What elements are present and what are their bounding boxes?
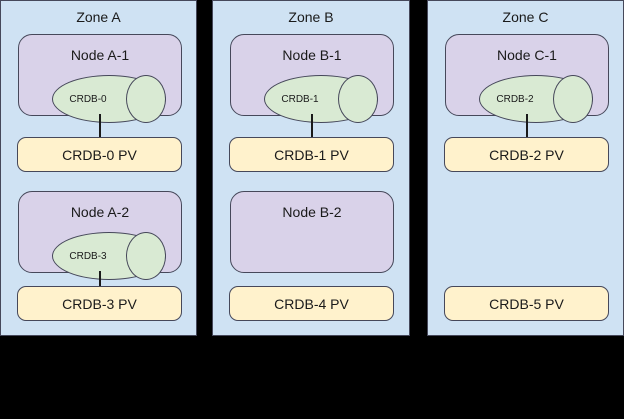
- pv-crdb-1-label: CRDB-1 PV: [274, 146, 349, 163]
- node-a-2-title: Node A-2: [70, 204, 130, 220]
- connector-crdb-1: [311, 114, 313, 138]
- node-b-2: Node B-2: [230, 191, 394, 273]
- crdb-2-cylinder: CRDB-2: [479, 75, 593, 123]
- pv-crdb-4-label: CRDB-4 PV: [274, 295, 349, 312]
- crdb-2-label: CRDB-2: [496, 93, 534, 105]
- crdb-1-cylinder: CRDB-1: [264, 75, 378, 123]
- pv-crdb-0: CRDB-0 PV: [17, 137, 182, 172]
- connector-crdb-0: [99, 114, 101, 138]
- zone-c: Zone C Node C-1 CRDB-2 CRDB-2 PV CRDB-5 …: [427, 0, 624, 336]
- node-c-1-title: Node C-1: [497, 47, 557, 63]
- cylinder-cap: [126, 75, 166, 123]
- crdb-0-label: CRDB-0: [69, 93, 107, 105]
- pv-crdb-1: CRDB-1 PV: [229, 137, 394, 172]
- zone-c-title: Zone C: [502, 9, 549, 25]
- node-b-2-title: Node B-2: [282, 204, 342, 220]
- node-b-1-title: Node B-1: [282, 47, 342, 63]
- pv-crdb-2-label: CRDB-2 PV: [489, 146, 564, 163]
- pv-crdb-0-label: CRDB-0 PV: [62, 146, 137, 163]
- pv-crdb-5-label: CRDB-5 PV: [489, 295, 564, 312]
- crdb-3-cylinder: CRDB-3: [52, 232, 166, 280]
- pv-crdb-2: CRDB-2 PV: [444, 137, 609, 172]
- crdb-3-label: CRDB-3: [69, 250, 107, 262]
- pv-crdb-3: CRDB-3 PV: [17, 286, 182, 321]
- crdb-1-label: CRDB-1: [281, 93, 319, 105]
- node-c-1: Node C-1 CRDB-2: [445, 34, 609, 123]
- connector-crdb-3: [99, 271, 101, 293]
- node-a-1: Node A-1 CRDB-0: [18, 34, 182, 123]
- connector-crdb-2: [526, 114, 528, 138]
- node-b-1: Node B-1 CRDB-1: [230, 34, 394, 123]
- cylinder-cap: [553, 75, 593, 123]
- node-a-2: Node A-2 CRDB-3: [18, 191, 182, 280]
- pv-crdb-4: CRDB-4 PV: [229, 286, 394, 321]
- cylinder-cap: [338, 75, 378, 123]
- pv-crdb-5: CRDB-5 PV: [444, 286, 609, 321]
- node-a-1-title: Node A-1: [70, 47, 130, 63]
- pv-crdb-3-label: CRDB-3 PV: [62, 295, 137, 312]
- cylinder-cap: [126, 232, 166, 280]
- crdb-0-cylinder: CRDB-0: [52, 75, 166, 123]
- zone-b: Zone B Node B-1 CRDB-1 CRDB-1 PV Node B-…: [212, 0, 410, 336]
- zone-a-title: Zone A: [76, 9, 121, 25]
- zone-a: Zone A Node A-1 CRDB-0 CRDB-0 PV Node A-…: [0, 0, 197, 336]
- zone-b-title: Zone B: [288, 9, 334, 25]
